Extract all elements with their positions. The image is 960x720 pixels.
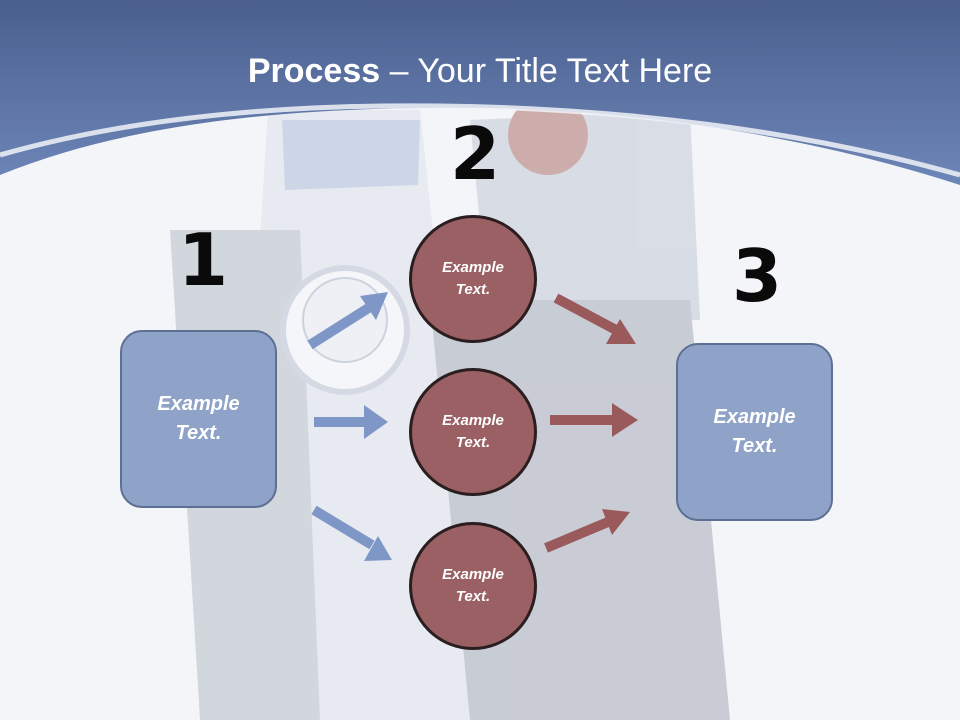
circle-top-line-2: Text.	[455, 281, 491, 298]
arrows-red	[544, 293, 638, 553]
circle-middle: Example Text.	[409, 368, 537, 496]
arrow-from-bottom-circle	[544, 509, 630, 553]
arrow-to-top-circle	[307, 292, 388, 350]
circle-middle-line-2: Text.	[455, 434, 491, 451]
right-box: Example Text.	[676, 343, 833, 521]
left-box: Example Text.	[120, 330, 277, 508]
circle-bottom-line-1: Example	[442, 565, 504, 583]
header-swoosh	[0, 103, 960, 178]
arrow-from-mid-circle	[550, 403, 638, 437]
right-box-line-2: Text.	[731, 435, 778, 457]
arrow-to-mid-circle	[314, 405, 388, 439]
title-rest: – Your Title Text Here	[380, 52, 713, 90]
page-title: Process – Your Title Text Here	[0, 52, 960, 91]
left-box-line-1: Example	[157, 393, 240, 415]
arrow-from-top-circle	[553, 293, 636, 344]
step-number-3: 3	[732, 234, 783, 318]
arrows-blue	[307, 292, 392, 561]
right-box-line-1: Example	[713, 406, 796, 428]
circle-top-line-1: Example	[442, 258, 504, 276]
header-band	[0, 0, 960, 185]
step-number-2: 2	[450, 112, 501, 196]
left-box-line-2: Text.	[175, 422, 222, 444]
step-number-1: 1	[178, 218, 229, 302]
circle-bottom-line-2: Text.	[455, 588, 491, 605]
title-bold: Process	[247, 52, 381, 90]
circle-top: Example Text.	[409, 215, 537, 343]
circle-middle-line-1: Example	[442, 411, 504, 429]
arrow-to-bottom-circle	[311, 505, 392, 561]
circle-bottom: Example Text.	[409, 522, 537, 650]
